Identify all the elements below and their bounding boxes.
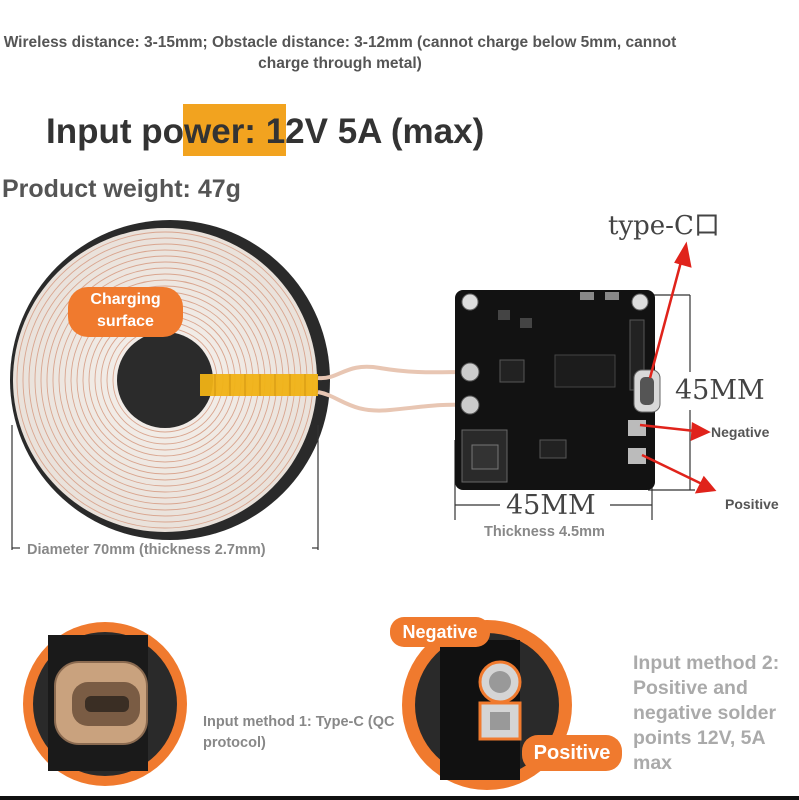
input-power-heading: Input power: 12V 5A (max) — [46, 112, 485, 151]
positive-badge: Positive — [522, 735, 622, 771]
board-thickness: Thickness 4.5mm — [484, 524, 605, 540]
positive-label: Positive — [725, 496, 779, 512]
pcb-board — [455, 290, 661, 490]
coil-center — [117, 332, 213, 428]
wire-1 — [317, 364, 466, 381]
distance-note: Wireless distance: 3-15mm; Obstacle dist… — [3, 34, 677, 72]
coil-diameter: Diameter 70mm (thickness 2.7mm) — [27, 542, 266, 558]
bottom-divider — [0, 796, 799, 800]
negative-badge: Negative — [390, 617, 490, 647]
pointer-arrows — [639, 241, 717, 494]
solder-closeup — [402, 620, 572, 790]
negative-label: Negative — [711, 424, 770, 440]
input-method-2: Input method 2: Positive and negative so… — [633, 652, 780, 774]
charging-surface-badge: Charging surface — [68, 287, 183, 337]
product-weight: Product weight: 47g — [2, 175, 241, 203]
input-method-1: Input method 1: Type-C (QC protocol) — [203, 714, 395, 751]
width-dimension: 45MM — [506, 490, 596, 521]
kapton-tape — [200, 374, 318, 396]
typec-port-label: type-C口 — [608, 211, 720, 241]
wire-2 — [317, 390, 466, 413]
typec-closeup — [23, 622, 187, 786]
height-dimension: 45MM — [675, 375, 765, 406]
highlight-box — [183, 104, 286, 156]
